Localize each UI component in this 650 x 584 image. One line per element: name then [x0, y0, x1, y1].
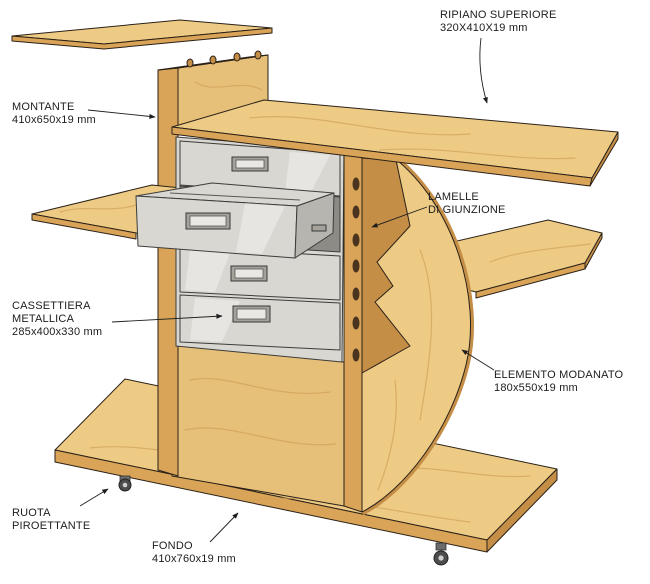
grain-line [189, 378, 331, 394]
caster-bracket [435, 542, 447, 551]
metal-reflection [285, 152, 330, 194]
label-ruota-line2: PIROETTANTE [12, 520, 91, 532]
dowel-peg [186, 58, 194, 68]
biscuit-slot [352, 205, 360, 219]
top-shelf-side-edge [589, 131, 619, 187]
label-cassettiera-line1: CASSETTIERA [12, 300, 91, 312]
zigzag-joint-piece [361, 157, 411, 374]
dowel-peg [254, 50, 262, 60]
open-drawer-latch [311, 224, 327, 232]
callout-arrow-cassettiera [111, 313, 223, 323]
metal-reflection [185, 250, 230, 292]
label-ruota-line1: RUOTA [12, 507, 51, 519]
caster-wheel-front-right [433, 542, 449, 566]
biscuit-slot [352, 259, 360, 273]
callout-arrow-fondo [209, 512, 239, 543]
label-cassettiera-line2: METALLICA [12, 313, 75, 325]
grain-line [194, 81, 263, 91]
callout-arrow-lamelle [371, 206, 428, 228]
grain-line [489, 243, 591, 263]
callout-arrow-montante [87, 109, 156, 119]
grain-line [379, 148, 576, 160]
drawer-1-label-holder [235, 159, 265, 169]
label-montante-size: 410x650x19 mm [12, 114, 96, 126]
label-elemento-name: ELEMENTO MODANATO [494, 369, 624, 381]
label-cassettiera-size: 285x400x330 mm [12, 326, 103, 338]
fondo-side-edge [486, 468, 558, 553]
drawer-4-label-holder [236, 308, 267, 320]
dowel-peg [233, 52, 241, 62]
callout-arrow-ruota [79, 488, 109, 507]
top-shelf [171, 99, 619, 187]
open-drawer [135, 182, 335, 259]
loose-board [11, 19, 273, 50]
loose-board-edge [11, 27, 273, 50]
label-fondo-size: 410x760x19 mm [152, 553, 236, 565]
open-drawer-label-holder [189, 215, 227, 227]
callout-arrow-ripiano [479, 37, 488, 104]
label-lamelle-line1: LAMELLE [428, 191, 479, 203]
left-shelf-front-edge [31, 213, 137, 240]
label-ripiano-name: RIPIANO SUPERIORE [440, 9, 557, 21]
montante-upright [157, 50, 269, 477]
wheel-hub [122, 482, 128, 488]
grain-line [59, 203, 141, 213]
wheel-hub [438, 555, 444, 561]
metal-reflection [190, 298, 240, 342]
label-fondo-name: FONDO [152, 540, 193, 552]
grain-line [419, 249, 433, 421]
grain-line [377, 379, 397, 491]
label-montante-name: MONTANTE [12, 101, 75, 113]
drawer-3-label-holder [234, 268, 264, 279]
right-shelf-side-edge [584, 232, 603, 270]
biscuit-slot [352, 233, 360, 247]
metal-reflection [236, 203, 285, 254]
label-ripiano-size: 320X410X19 mm [440, 22, 528, 34]
label-elemento-size: 180x550x19 mm [494, 382, 578, 394]
biscuit-slot [352, 348, 360, 362]
joining-biscuits-piece [352, 157, 411, 374]
biscuit-slot [352, 287, 360, 301]
callout-arrow-elemento [461, 349, 495, 371]
caster-wheel-front-left [118, 475, 132, 492]
biscuit-slot [352, 316, 360, 330]
open-drawer-divider [169, 192, 301, 201]
grain-line [249, 116, 471, 136]
label-lamelle-line2: DI GIUNZIONE [428, 204, 506, 216]
grain-line [184, 427, 336, 446]
dowel-peg [209, 55, 217, 65]
spacer-panel [343, 149, 363, 513]
biscuit-slot [352, 177, 360, 191]
